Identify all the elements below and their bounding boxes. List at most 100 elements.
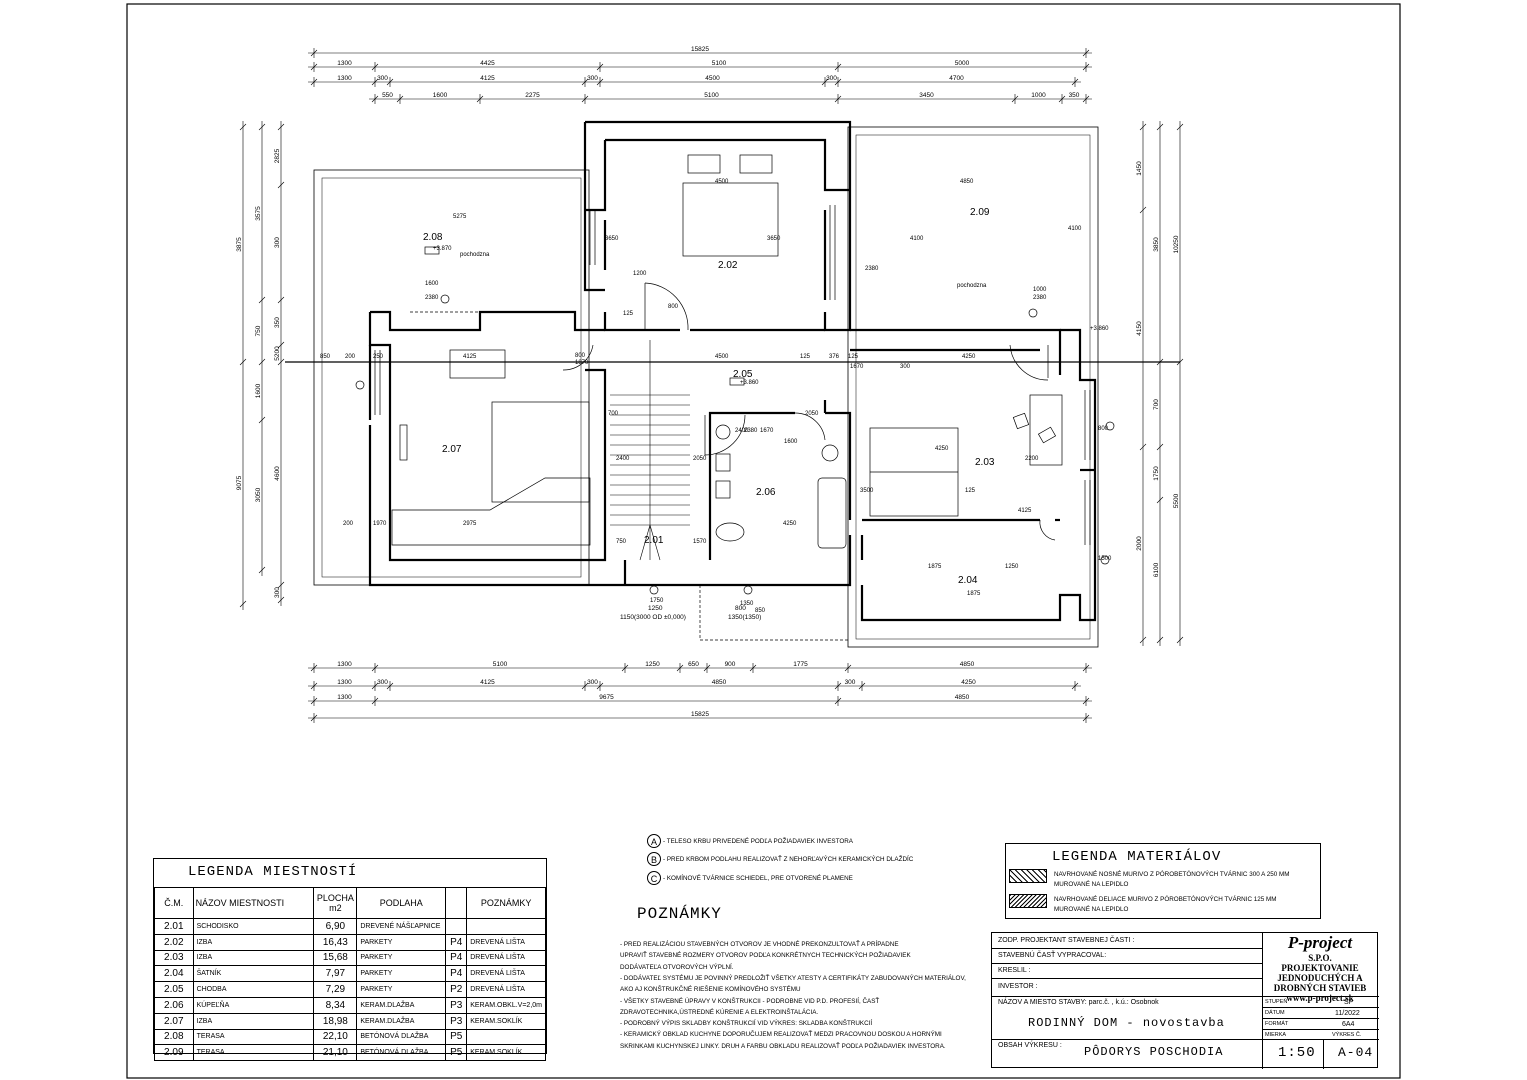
inner-dimension-value: 4100 (910, 236, 924, 242)
tb-date-label: DÁTUM (1265, 1010, 1285, 1016)
material-swatch-partition (1009, 894, 1047, 908)
dimension-value: 4125 (480, 679, 495, 686)
inner-dimension-value: 1570 (693, 539, 707, 545)
dimension-value: 4850 (960, 661, 975, 668)
room-label-2-02: 2.02 (718, 260, 738, 271)
inner-dimension-value: 200 (345, 354, 356, 360)
dimension-tick (277, 358, 285, 366)
table-cell: 7,97 (313, 965, 358, 983)
dimension-tick (258, 416, 266, 424)
table-cell: 2.05 (154, 981, 194, 998)
table-cell: KERAM.SOKLÍK (466, 1012, 546, 1030)
inner-dimension-value: 1875 (928, 564, 942, 570)
dimension-value: 9075 (236, 475, 243, 490)
note-marker-a: A (647, 834, 661, 848)
inner-dimension-value: 3650 (605, 236, 619, 242)
logo-line-4: JEDNODUCHÝCH A (1277, 973, 1363, 983)
inner-dimension-value: 4250 (783, 521, 797, 527)
dimension-value: 900 (725, 661, 736, 668)
table-cell: P4 (445, 933, 468, 951)
door-dim-a: 800 (735, 605, 746, 612)
inner-dimension-value: 2975 (463, 521, 477, 527)
inner-dimension-value: 2400 (616, 456, 630, 462)
dimension-lines (239, 48, 1184, 723)
note-line: ZDRAVOTECHNIKA,ÚSTREDNÉ KÚRENIE A ELEKTR… (620, 1008, 819, 1016)
dimension-value: 3875 (236, 237, 243, 252)
note-text-a: - TELESO KRBU PRIVEDENÉ PODĽA POŽIADAVIE… (663, 838, 854, 845)
tb-sheet-label: VÝKRES Č. (1332, 1032, 1362, 1038)
inner-dimension-value: 1200 (633, 271, 647, 277)
table-cell: DREVENÁ LIŠTA (466, 949, 546, 967)
table-cell: 22,10 (313, 1028, 358, 1046)
inner-dimension-value: 4125 (463, 354, 477, 360)
inner-details (285, 154, 1180, 641)
table-cell: PARKETY (356, 965, 447, 983)
stair-dim-b: 1150(3000 OD ±0,000) (620, 614, 686, 621)
dimension-tick (1156, 636, 1164, 644)
dimension-value: 1300 (337, 75, 352, 82)
note-line: - VŠETKY STAVEBNÉ ÚPRAVY V KONŠTRUKCII -… (620, 997, 880, 1005)
dimension-value: 5000 (955, 60, 970, 67)
table-cell: 18,98 (313, 1012, 358, 1030)
dimension-value: 4425 (480, 60, 495, 67)
tb-drawn-by: KRESLIL : (998, 967, 1031, 974)
table-cell: KÚPEĽŇA (192, 996, 315, 1014)
inner-dimension-value: 2200 (1025, 456, 1039, 462)
table-cell: 15,68 (313, 949, 358, 967)
table-cell: 2.09 (154, 1044, 194, 1062)
dimension-tick (1139, 636, 1147, 644)
inner-dimension-value: 4850 (960, 179, 974, 185)
col-header-name: NÁZOV MIESTNOSTI (192, 887, 315, 919)
dimension-tick (277, 123, 285, 131)
dimension-value: 2000 (1136, 536, 1143, 551)
inner-dimension-value: 4500 (715, 179, 729, 185)
inner-dimension-value: 4250 (962, 354, 976, 360)
dimension-value: 1300 (337, 679, 352, 686)
note-text-c: - KOMÍNOVÉ TVÁRNICE SCHIEDEL, PRE OTVORE… (663, 875, 853, 882)
tb-stage: SP (1344, 999, 1354, 1006)
dimension-value: 300 (274, 237, 281, 248)
inner-dimension-value: 200 (343, 521, 354, 527)
table-cell: KERAM.DLAŽBA (356, 996, 447, 1014)
inner-dimension-value: 2050 (805, 411, 819, 417)
tb-drawing-number: A-04 (1338, 1045, 1374, 1060)
dimension-value: 650 (688, 661, 699, 668)
dimension-tick (1156, 123, 1164, 131)
material-swatch-load-bearing (1009, 869, 1047, 883)
table-cell: P3 (445, 996, 468, 1014)
table-cell: P2 (445, 981, 468, 998)
dimension-tick (277, 181, 285, 189)
tb-stage-label: STUPEŇ (1265, 999, 1288, 1005)
table-cell: KERAM.SOKLÍK (466, 1044, 546, 1062)
tb-prepared-by: STAVEBNÚ ČASŤ VYPRACOVAL: (998, 952, 1107, 959)
dimension-value: 300 (274, 587, 281, 598)
table-cell (445, 918, 468, 935)
inner-dimension-value: 125 (800, 354, 811, 360)
logo-line-2: S.P.O. (1308, 953, 1332, 963)
dimension-value: 1600 (255, 383, 262, 398)
dimension-value: 15825 (691, 711, 709, 718)
table-cell: KERAM.OBKL.V=2,0m (466, 996, 546, 1014)
dimension-value: 4250 (961, 679, 976, 686)
dimension-value: 1300 (337, 694, 352, 701)
dimension-value: 4850 (955, 694, 970, 701)
dimension-value: 3450 (919, 92, 934, 99)
table-cell: PARKETY (356, 981, 447, 998)
inner-dimension-value: +3.860 (740, 380, 759, 386)
table-cell: DREVENÁ LIŠTA (466, 965, 546, 983)
table-cell (466, 918, 546, 935)
dimension-value: 4850 (712, 679, 727, 686)
dimension-value: 2275 (525, 92, 540, 99)
dimension-value: 3575 (255, 206, 262, 221)
dimension-tick (1139, 443, 1147, 451)
dimension-value: 6100 (1153, 562, 1160, 577)
table-cell: IZBA (192, 1012, 315, 1030)
door-dim-b: 1350(1350) (728, 614, 761, 621)
dimension-tick (258, 296, 266, 304)
tb-format: 6A4 (1342, 1021, 1355, 1028)
room-label-2-03: 2.03 (975, 457, 995, 468)
table-cell: P5 (445, 1044, 468, 1062)
